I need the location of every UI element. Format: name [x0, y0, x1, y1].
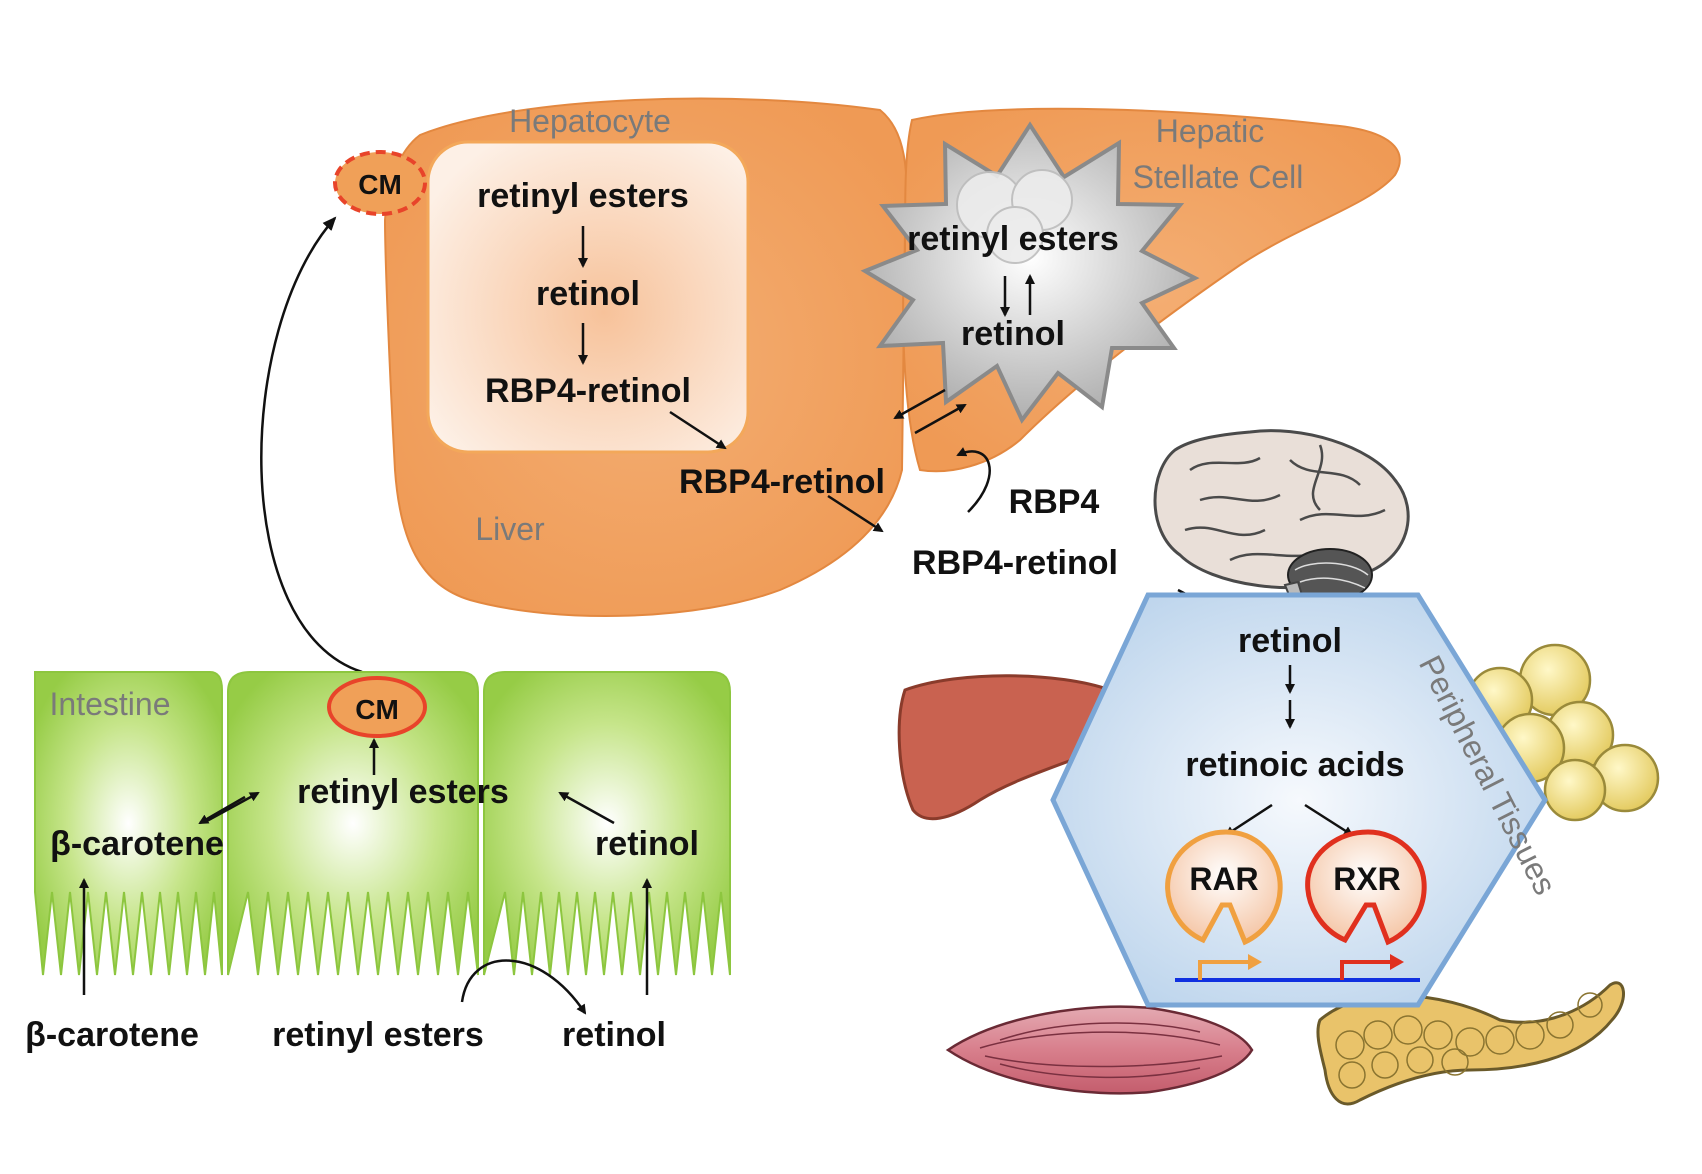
brain-illustration: [1153, 429, 1410, 612]
hepatocyte-cell: [426, 140, 750, 454]
hepatocyte-label: Hepatocyte: [509, 103, 671, 139]
lumen-beta-carotene: β-carotene: [25, 1016, 199, 1054]
stellate-retinyl-esters: retinyl esters: [907, 220, 1119, 258]
rxr-transcription-arrow: [1340, 960, 1394, 980]
liver-cm-label: CM: [358, 169, 402, 200]
stellate-label-line2: Stellate Cell: [1133, 159, 1304, 195]
lipid-droplets: [956, 169, 1073, 264]
intestine-arrows: [79, 738, 652, 1015]
enterocyte-2: [227, 671, 479, 976]
intestine-cm-chylomicron: [327, 676, 427, 738]
intestine-retinol: retinol: [595, 825, 699, 863]
stellate-label-line1: Hepatic: [1156, 113, 1265, 149]
liver-region-label: Liver: [475, 511, 545, 547]
stellate-retinol: retinol: [961, 315, 1065, 353]
cm-transport-arrow: [260, 216, 363, 674]
intestine-beta-carotene: β-carotene: [50, 825, 224, 863]
hepatic-stellate-cell: [860, 121, 1200, 424]
rbp4-label: RBP4: [1009, 483, 1100, 521]
rxr-label: RXR: [1333, 861, 1401, 897]
enterocyte-3: [483, 671, 731, 976]
hepatocyte-rbp4-retinol: RBP4-retinol: [485, 372, 691, 410]
enterocyte-1: [34, 671, 223, 976]
liver-cm-chylomicron: [333, 150, 427, 216]
peripheral-retinol: retinol: [1238, 622, 1342, 660]
peripheral-retinoic-acids: retinoic acids: [1185, 746, 1404, 784]
rar-label: RAR: [1189, 861, 1258, 897]
rar-arrowhead: [1248, 954, 1262, 970]
intestine-retinyl-esters: retinyl esters: [297, 773, 509, 811]
rxr-arrowhead: [1390, 954, 1404, 970]
hepatocyte-retinol: retinol: [536, 275, 640, 313]
intestine-epithelium: [34, 671, 731, 976]
rar-transcription-arrow: [1198, 960, 1252, 980]
intestine-region-label: Intestine: [50, 686, 171, 722]
muscle-illustration: [945, 1005, 1254, 1095]
rxr-receptor: [1305, 829, 1427, 946]
peripheral-liver-illustration: [897, 674, 1122, 821]
pancreas-illustration: [1316, 981, 1626, 1106]
rar-receptor: [1165, 829, 1283, 946]
lumen-retinyl-esters: retinyl esters: [272, 1016, 484, 1054]
lumen-retinol: retinol: [562, 1016, 666, 1054]
circulating-rbp4-retinol: RBP4-retinol: [912, 544, 1118, 582]
intestine-cm-label: CM: [355, 694, 399, 725]
hepatocyte-retinyl-esters: retinyl esters: [477, 177, 689, 215]
liver-rbp4-retinol: RBP4-retinol: [679, 463, 885, 501]
